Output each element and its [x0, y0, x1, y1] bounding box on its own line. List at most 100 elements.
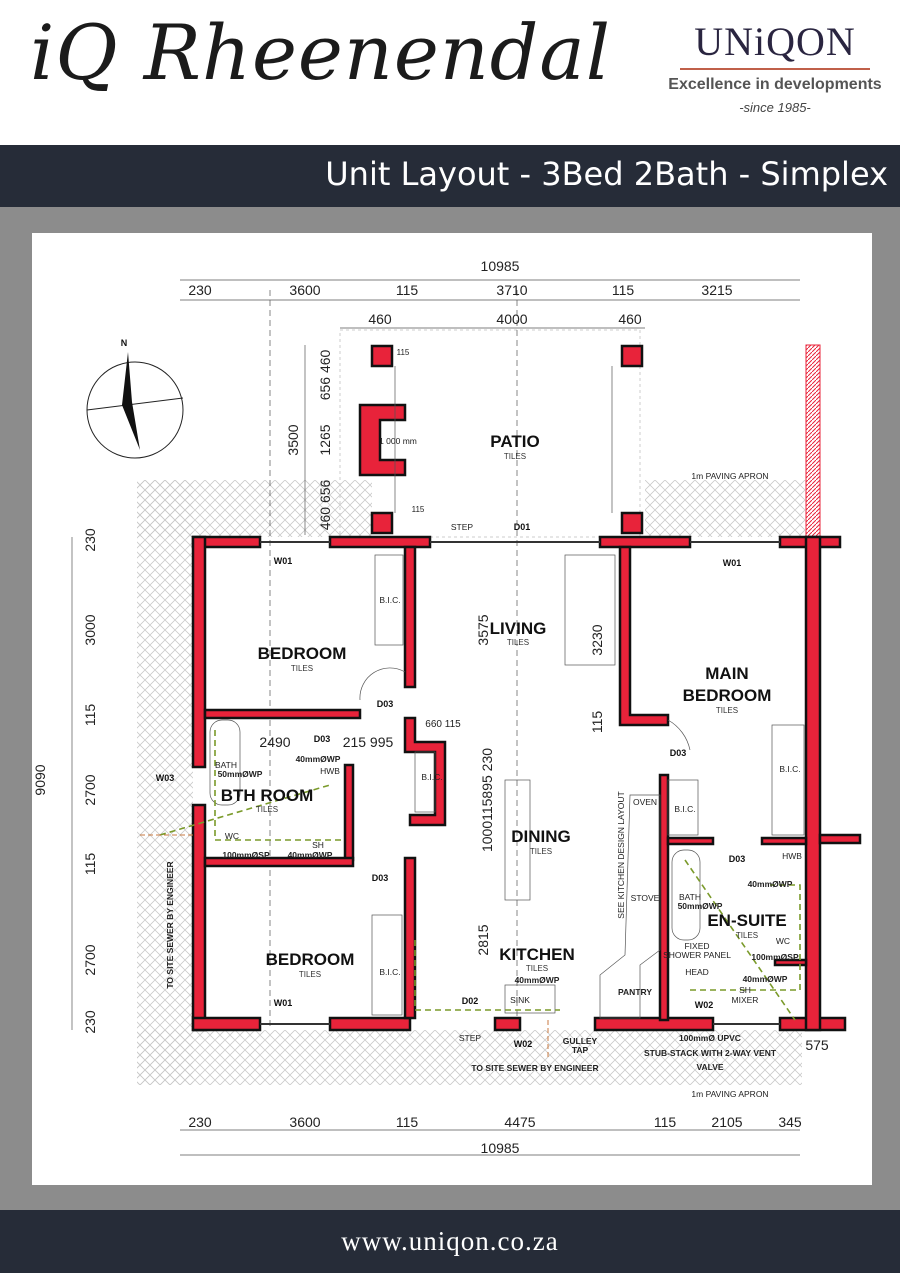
plan-label: MIXER: [732, 995, 759, 1005]
plan-label: 460: [618, 311, 642, 327]
plan-label: 3215: [701, 282, 732, 298]
plan-label: TILES: [504, 452, 526, 461]
plan-label: VALVE: [696, 1062, 723, 1072]
header: iQ Rheenendal UNiQON Excellence in devel…: [0, 0, 900, 145]
plan-label: B.I.C.: [421, 772, 442, 782]
plan-label: 460: [368, 311, 392, 327]
plan-label: 9090: [32, 764, 48, 795]
plan-label: W02: [514, 1039, 533, 1049]
plan-label: W03: [156, 773, 175, 783]
plan-label: BATH: [215, 760, 237, 770]
plan-label: N: [121, 338, 128, 348]
plan-label: OVEN: [633, 797, 657, 807]
plan-label: 40mmØWP: [288, 850, 333, 860]
plan-label: 40mmØWP: [743, 974, 788, 984]
room-main-bedroom: MAIN: [705, 664, 748, 683]
layout-title: Unit Layout - 3Bed 2Bath - Simplex: [325, 155, 888, 193]
plan-label: TO SITE SEWER BY ENGINEER: [471, 1063, 598, 1073]
plan-label: 115: [654, 1114, 677, 1130]
plan-label: B.I.C.: [779, 764, 800, 774]
plan-label: TILES: [507, 638, 529, 647]
room-en-suite: EN-SUITE: [707, 911, 786, 930]
plan-label: 3600: [289, 1114, 320, 1130]
plan-label: 2815: [475, 924, 491, 955]
plan-label: 50mmØWP: [218, 769, 263, 779]
plan-label: SEE KITCHEN DESIGN LAYOUT: [616, 791, 626, 918]
plan-label: 115: [82, 704, 98, 727]
plan-label: BATH: [679, 892, 701, 902]
plan-label: D03: [377, 699, 394, 709]
plan-label: BEDROOM: [683, 686, 772, 705]
plan-label: D03: [372, 873, 389, 883]
plan-label: STOVE: [631, 893, 660, 903]
plan-label: STUB-STACK WITH 2-WAY VENT: [644, 1048, 777, 1058]
fixtures: [209, 554, 805, 1019]
plan-label: 3500: [285, 424, 301, 455]
plan-label: 115: [397, 348, 410, 357]
plan-label: 215 995: [343, 734, 394, 750]
plan-label: 115: [396, 282, 419, 298]
paving-apron: [137, 329, 805, 1085]
plan-label: TAP: [572, 1045, 589, 1055]
plan-label: 4475: [504, 1114, 535, 1130]
plan-label: STEP: [459, 1033, 482, 1043]
room-dining: DINING: [511, 827, 571, 846]
brand-logo: UNiQON Excellence in developments -since…: [650, 20, 900, 116]
dim-total-bottom: 10985: [481, 1140, 520, 1156]
plan-label: 3575: [475, 614, 491, 645]
plan-label: SH: [739, 985, 751, 995]
plan-label: 230: [82, 1010, 98, 1034]
room-living: LIVING: [490, 619, 547, 638]
room-bathroom: BTH ROOM: [221, 786, 314, 805]
plan-label: 1265: [317, 424, 333, 455]
dimension-lines: [71, 279, 800, 1156]
plan-label: 115: [612, 282, 635, 298]
plan-label: W01: [274, 998, 293, 1008]
plan-label: 230: [82, 528, 98, 552]
plan-label: 3600: [289, 282, 320, 298]
plan-label: D03: [729, 854, 746, 864]
plan-label: W01: [274, 556, 293, 566]
plan-label: W02: [695, 1000, 714, 1010]
plan-label: 460 656: [317, 479, 333, 530]
dimensions-inner: 2490 215 995 660 115 1000115895 230 3575…: [259, 348, 828, 1053]
plan-label: 115: [412, 505, 425, 514]
plan-label: 3000: [82, 614, 98, 645]
plan-label: FIXED: [684, 941, 709, 951]
plan-label: 345: [778, 1114, 802, 1130]
boundary-wall: [805, 344, 821, 538]
plan-label: SHOWER PANEL: [663, 950, 731, 960]
plan-label: 2490: [259, 734, 290, 750]
website-link[interactable]: www.uniqon.co.za: [341, 1226, 559, 1256]
plan-label: 4000: [496, 311, 527, 327]
plan-label: 40mmØWP: [296, 754, 341, 764]
patio-columns: [358, 344, 644, 535]
plan-label: 230: [188, 1114, 212, 1130]
brand-since: -since 1985-: [739, 100, 811, 115]
plan-label: 656 460: [317, 349, 333, 400]
plan-label: 115: [396, 1114, 419, 1130]
plan-label: TO SITE SEWER BY ENGINEER: [165, 861, 175, 988]
plan-label: D03: [314, 734, 331, 744]
room-bedroom-1: BEDROOM: [258, 644, 347, 663]
plan-label: D03: [670, 748, 687, 758]
plan-label: TILES: [256, 805, 278, 814]
room-kitchen: KITCHEN: [499, 945, 575, 964]
plan-label: D02: [462, 996, 479, 1006]
footer: www.uniqon.co.za: [0, 1210, 900, 1273]
plan-label: D01: [514, 522, 531, 532]
plan-label: TILES: [530, 847, 552, 856]
dimensions-left: 9090 230 3000 115 2700 115 2700 230 3500…: [32, 349, 333, 1033]
plan-label: HWB: [320, 766, 340, 776]
plan-label: 100mmØSP: [751, 952, 799, 962]
plan-label: B.I.C.: [674, 804, 695, 814]
room-patio: PATIO: [490, 432, 539, 451]
dim-total-top: 10985: [481, 258, 520, 274]
plan-label: 2700: [82, 944, 98, 975]
plan-label: 40mmØWP: [748, 879, 793, 889]
